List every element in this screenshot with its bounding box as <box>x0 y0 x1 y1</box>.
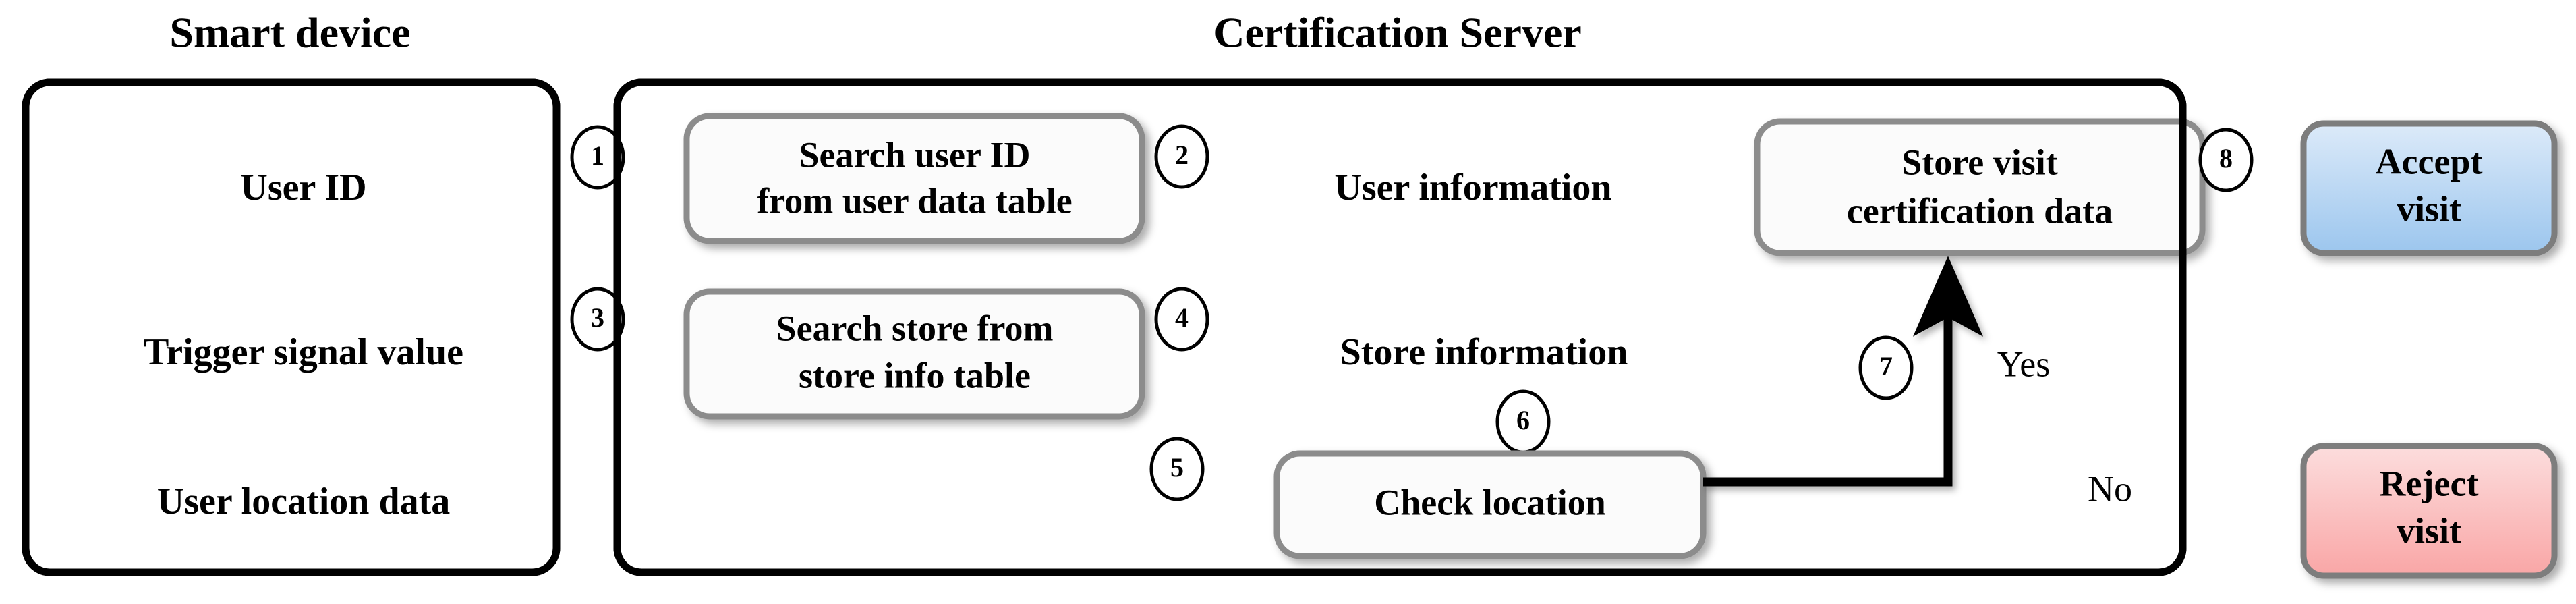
terminator-accept-visit[interactable] <box>2300 120 2558 256</box>
lane-container-certification-server-overlay <box>613 78 2187 576</box>
process-store-visit-certification-data[interactable] <box>1754 118 2206 256</box>
terminator-reject-visit-line2: visit <box>2397 510 2461 551</box>
step-marker-7-circle <box>1858 335 1914 400</box>
step-marker-2-label: 2 <box>1175 140 1189 170</box>
step-marker-3-label: 3 <box>591 302 604 333</box>
data-label-user-location-data: User location data <box>157 481 451 522</box>
process-search-store-line1: Search store from <box>776 308 1054 348</box>
process-search-store-line2: store info table <box>799 355 1031 395</box>
connector-7-yes-to-store-visit <box>1703 256 1983 487</box>
step-marker-5-label: 5 <box>1170 452 1184 483</box>
step-marker-6-label: 6 <box>1516 405 1530 435</box>
process-store-visit-line2: certification data <box>1847 190 2113 231</box>
step-marker-1-label: 1 <box>591 140 604 171</box>
step-marker-7-label: 7 <box>1879 351 1893 381</box>
terminator-accept-visit-line2: visit <box>2397 188 2461 229</box>
step-marker-8-label: 8 <box>2219 143 2233 173</box>
step-marker-4-circle <box>1154 287 1209 352</box>
data-label-user-information: User information <box>1334 167 1611 209</box>
data-label-trigger-signal-value: Trigger signal value <box>144 331 463 373</box>
data-label-user-id: User ID <box>240 167 366 209</box>
process-store-visit-line1: Store visit <box>1901 142 2057 182</box>
step-marker-8-circle <box>2198 128 2254 192</box>
terminator-accept-visit-line1: Accept <box>2376 141 2483 182</box>
process-check-location[interactable] <box>1273 450 1707 559</box>
terminator-reject-visit[interactable] <box>2300 443 2558 579</box>
process-search-store[interactable] <box>683 288 1145 420</box>
data-label-store-information: Store information <box>1340 331 1628 373</box>
process-search-user-id-line2: from user data table <box>757 180 1072 221</box>
lane-container-smart-device-overlay <box>22 78 561 576</box>
process-search-user-id[interactable] <box>683 113 1145 244</box>
step-marker-3-circle <box>570 287 625 352</box>
branch-label-yes: Yes <box>1997 344 2051 384</box>
lane-title-certification-server: Certification Server <box>1213 9 1582 57</box>
terminator-reject-visit-line1: Reject <box>2380 463 2479 503</box>
step-marker-5-circle <box>1149 437 1205 501</box>
branch-label-no: No <box>2088 468 2132 509</box>
step-marker-1-circle <box>570 125 625 190</box>
step-marker-2-circle <box>1154 124 1209 189</box>
process-search-user-id-line1: Search user ID <box>799 134 1030 175</box>
step-marker-4-label: 4 <box>1175 302 1189 333</box>
lane-title-smart-device: Smart device <box>169 9 410 57</box>
process-check-location-line1: Check location <box>1374 482 1606 522</box>
